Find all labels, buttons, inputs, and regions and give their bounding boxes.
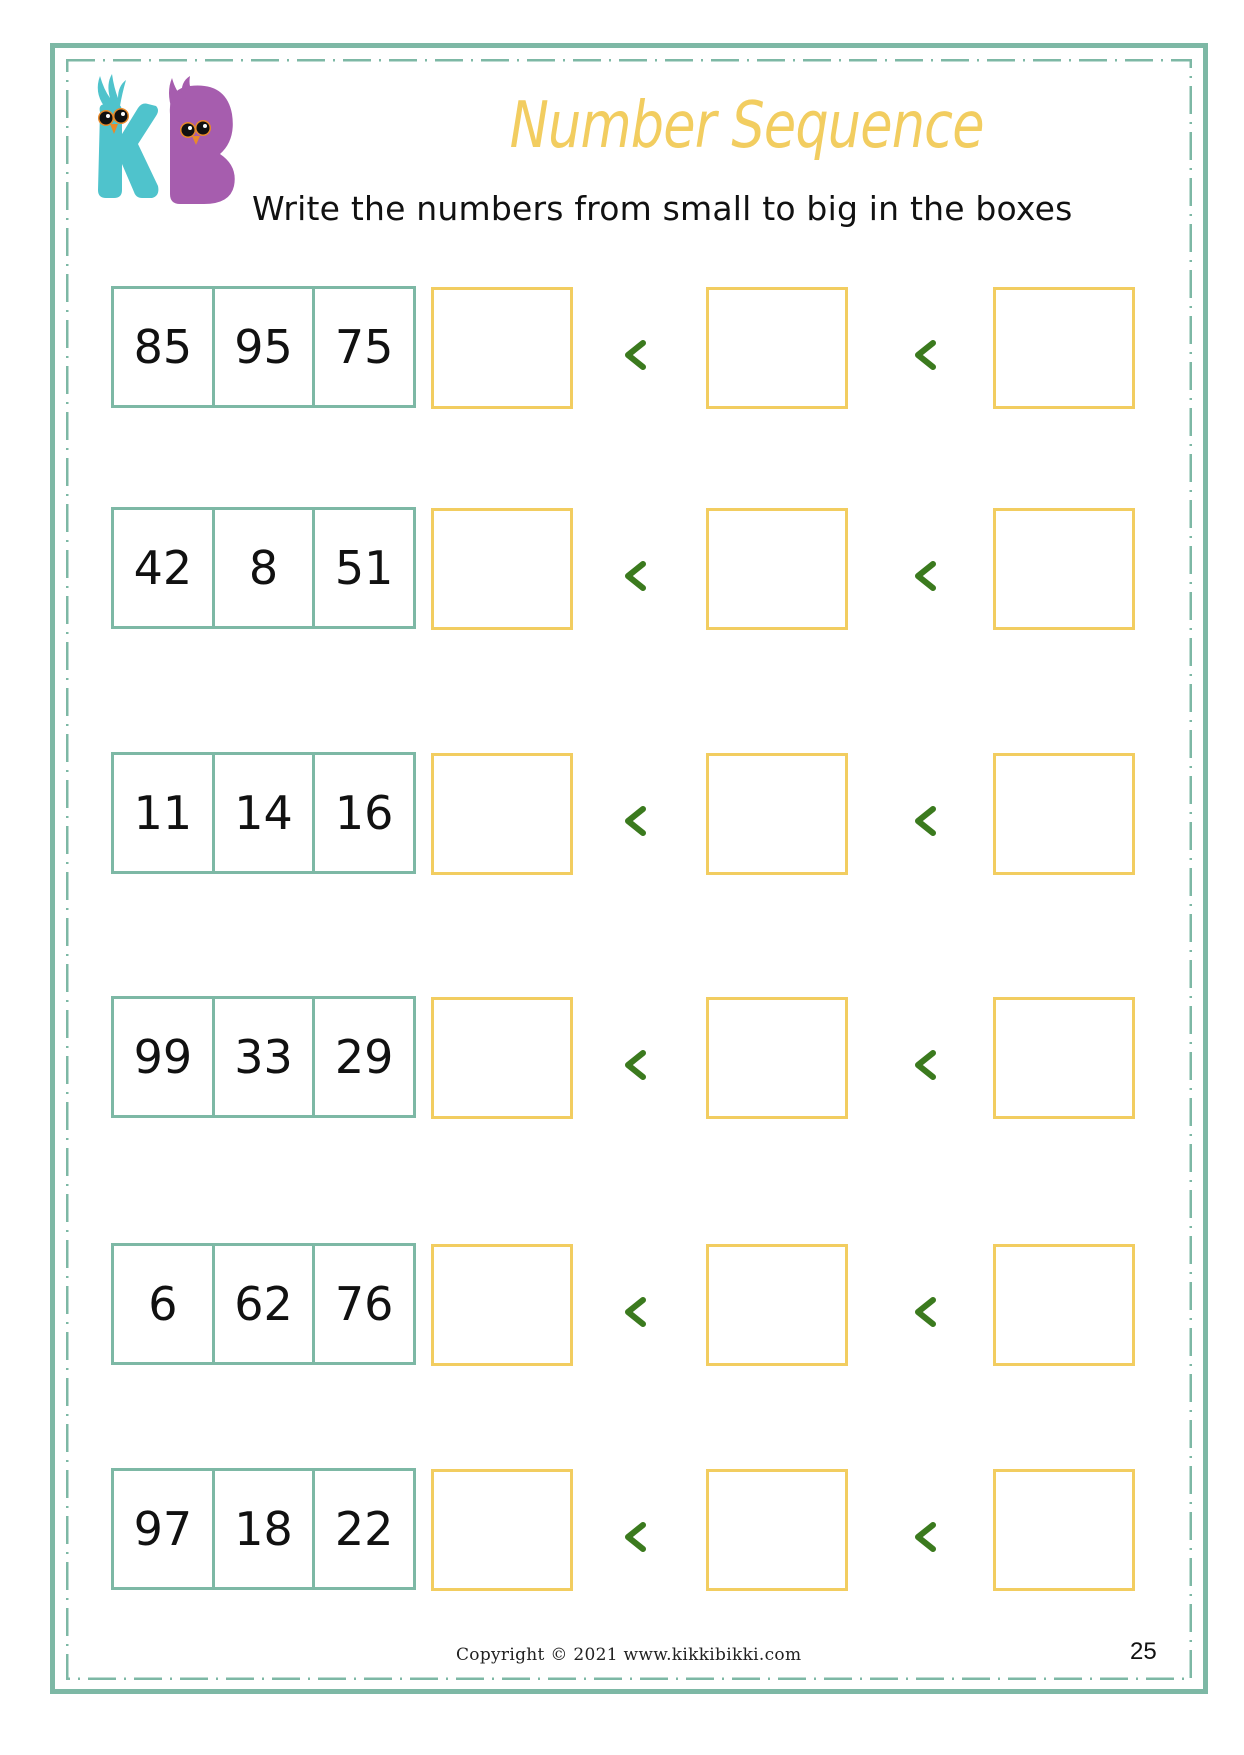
less-than-icon [625,1050,646,1080]
number-cell: 42 [133,541,193,595]
answer-box-2[interactable] [706,1244,848,1366]
given-numbers: 11 14 16 [111,752,416,874]
less-than-icon [625,340,646,370]
exercise-row: 97 18 22 [0,1468,1244,1591]
given-numbers: 99 33 29 [111,996,416,1118]
exercise-row: 99 33 29 [0,996,1244,1119]
number-cell: 75 [312,289,413,405]
answer-box-2[interactable] [706,287,848,409]
number-cell: 85 [133,320,193,374]
logo-b-icon [169,76,235,204]
number-cell: 18 [211,1471,313,1587]
answer-box-1[interactable] [431,508,573,630]
number-cell: 16 [312,755,413,871]
less-than-icon [915,561,936,591]
answer-box-2[interactable] [706,1469,848,1591]
less-than-icon [625,806,646,836]
less-than-icon [625,1522,646,1552]
less-than-icon [625,1297,646,1327]
answer-box-3[interactable] [993,1244,1135,1366]
exercise-row: 42 8 51 [0,507,1244,630]
given-numbers: 97 18 22 [111,1468,416,1590]
number-cell: 29 [312,999,413,1115]
page-border [50,43,1208,1694]
answer-box-3[interactable] [993,508,1135,630]
answer-box-1[interactable] [431,997,573,1119]
answer-box-3[interactable] [993,997,1135,1119]
answer-box-1[interactable] [431,753,573,875]
less-than-icon [915,806,936,836]
number-cell: 97 [133,1502,193,1556]
number-cell: 22 [312,1471,413,1587]
answer-box-2[interactable] [706,997,848,1119]
dash-dot-border [66,59,1192,1680]
number-cell: 51 [312,510,413,626]
answer-box-3[interactable] [993,1469,1135,1591]
exercise-row: 11 14 16 [0,752,1244,875]
less-than-icon [625,561,646,591]
given-numbers: 42 8 51 [111,507,416,629]
exercise-row: 85 95 75 [0,286,1244,409]
given-numbers: 85 95 75 [111,286,416,408]
less-than-icon [915,340,936,370]
number-cell: 76 [312,1246,413,1362]
number-cell: 6 [148,1277,178,1331]
copyright-text: Copyright © 2021 www.kikkibikki.com [456,1645,802,1665]
answer-box-1[interactable] [431,287,573,409]
number-cell: 11 [133,786,193,840]
instruction-text: Write the numbers from small to big in t… [252,189,1073,228]
answer-box-3[interactable] [993,753,1135,875]
less-than-icon [915,1050,936,1080]
number-cell: 95 [211,289,313,405]
answer-box-2[interactable] [706,508,848,630]
less-than-icon [915,1522,936,1552]
answer-box-1[interactable] [431,1469,573,1591]
page-title: Number Sequence [509,89,985,163]
number-cell: 33 [211,999,313,1115]
answer-box-1[interactable] [431,1244,573,1366]
number-cell: 8 [211,510,313,626]
given-numbers: 6 62 76 [111,1243,416,1365]
exercise-row: 6 62 76 [0,1243,1244,1366]
number-cell: 99 [133,1030,193,1084]
kb-logo [86,74,241,209]
less-than-icon [915,1297,936,1327]
logo-k-icon [97,74,159,198]
answer-box-3[interactable] [993,287,1135,409]
number-cell: 14 [211,755,313,871]
answer-box-2[interactable] [706,753,848,875]
page-number: 25 [1130,1638,1157,1665]
number-cell: 62 [211,1246,313,1362]
